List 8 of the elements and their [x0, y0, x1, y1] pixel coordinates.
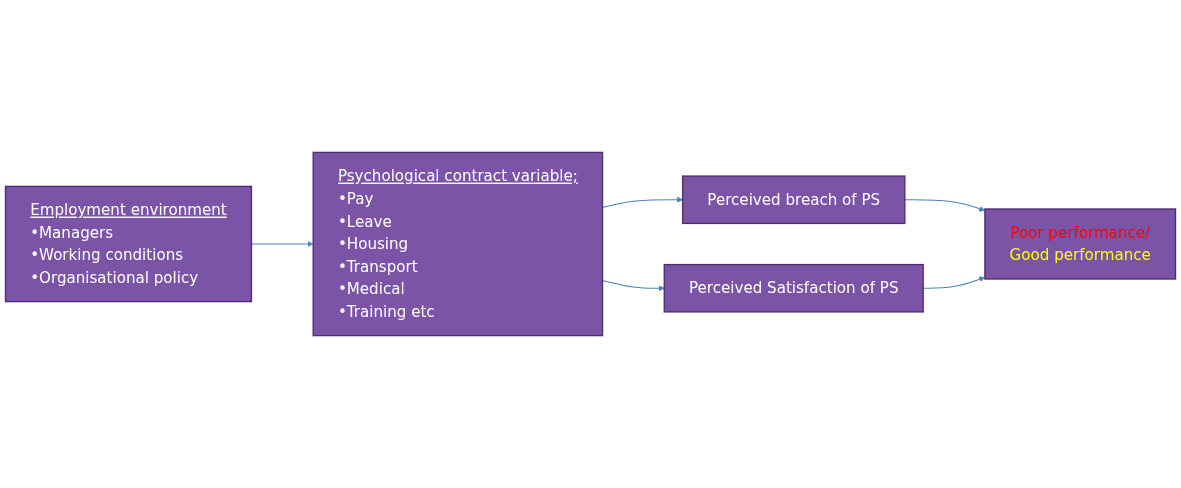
node-box: Perceived breach of PS	[681, 175, 906, 225]
arrow	[602, 196, 683, 209]
node-box: Perceived Satisfaction of PS	[663, 263, 924, 313]
arrow	[602, 279, 665, 292]
node-box: Employment environment •Managers •Working conditions •Organisational policy	[4, 185, 253, 303]
node-box: Psychological contract variable; •Pay •Leave •Housing •Transport •Medical •Training etc	[312, 151, 604, 337]
arrow	[904, 199, 986, 212]
node-box: Poor performance/ Good performance	[984, 208, 1177, 280]
